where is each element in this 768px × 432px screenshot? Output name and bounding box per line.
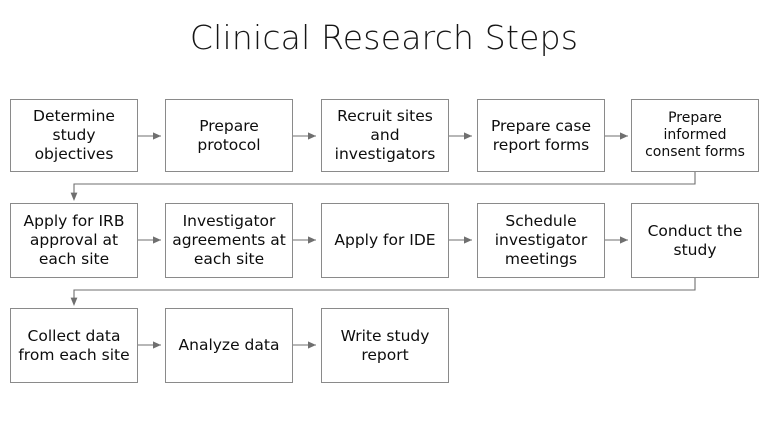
flow-node-prepare-protocol[interactable]: Prepare protocol [165, 99, 293, 172]
connector-n8-n9 [449, 236, 472, 244]
flow-node-label: Prepare protocol [197, 116, 261, 154]
flow-node-label: Conduct the study [647, 221, 743, 259]
flow-node-apply-for-irb-approval[interactable]: Apply for IRB approval at each site [10, 203, 138, 278]
connector-n1-n2 [138, 132, 161, 140]
connector-n9-n10 [605, 236, 628, 244]
page-title: Clinical Research Steps [189, 18, 579, 57]
connector-n12-n13 [293, 341, 316, 349]
flow-node-determine-study-objectives[interactable]: Determine study objectives [10, 99, 138, 172]
flow-node-conduct-the-study[interactable]: Conduct the study [631, 203, 759, 278]
flow-node-label: Apply for IDE [334, 231, 436, 250]
flow-node-label: Analyze data [178, 336, 280, 355]
connector-n7-n8 [293, 236, 316, 244]
flow-node-prepare-case-report-forms[interactable]: Prepare case report forms [477, 99, 605, 172]
connector-n5-n6-wrap [70, 172, 696, 201]
flow-node-label: Apply for IRB approval at each site [23, 212, 125, 268]
connector-n6-n7 [138, 236, 161, 244]
flow-node-label: Recruit sites and investigators [334, 107, 436, 163]
connector-n2-n3 [293, 132, 316, 140]
flow-node-label: Write study report [340, 326, 430, 364]
flow-node-label: Investigator agreements at each site [172, 212, 286, 268]
flow-node-label: Prepare case report forms [490, 116, 592, 154]
flow-node-apply-for-ide[interactable]: Apply for IDE [321, 203, 449, 278]
flow-node-label: Schedule investigator meetings [494, 212, 588, 268]
flow-node-schedule-investigator-meetings[interactable]: Schedule investigator meetings [477, 203, 605, 278]
connector-n3-n4 [449, 132, 472, 140]
flow-node-investigator-agreements[interactable]: Investigator agreements at each site [165, 203, 293, 278]
connector-n11-n12 [138, 341, 161, 349]
connector-n10-n11-wrap [70, 278, 696, 306]
flow-node-collect-data-from-each-site[interactable]: Collect data from each site [10, 308, 138, 383]
flow-node-prepare-informed-consent-forms[interactable]: Prepare informed consent forms [631, 99, 759, 172]
flow-node-label: Prepare informed consent forms [645, 109, 745, 161]
flow-node-recruit-sites-and-investigators[interactable]: Recruit sites and investigators [321, 99, 449, 172]
connector-n4-n5 [605, 132, 628, 140]
flow-node-analyze-data[interactable]: Analyze data [165, 308, 293, 383]
flow-node-label: Determine study objectives [33, 107, 115, 163]
flow-node-label: Collect data from each site [18, 326, 130, 364]
flow-node-write-study-report[interactable]: Write study report [321, 308, 449, 383]
